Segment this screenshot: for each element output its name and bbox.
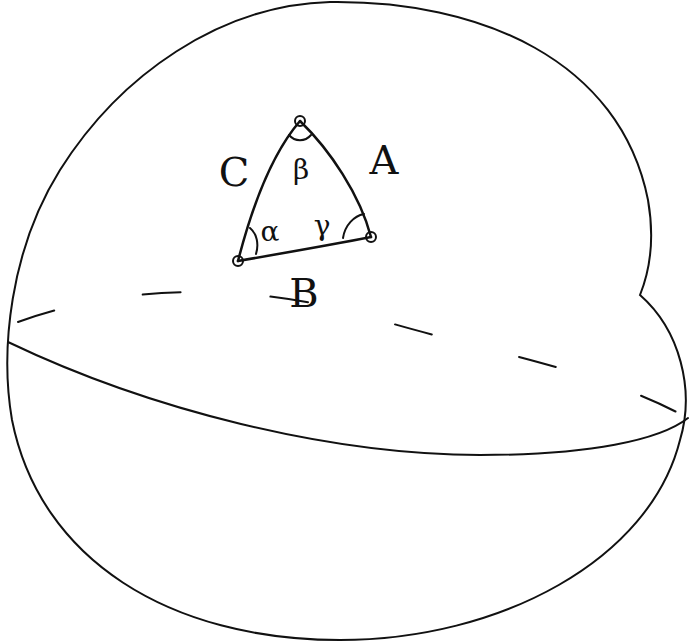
equator-front (8, 342, 688, 455)
angle-arc (289, 135, 311, 140)
equator-back (18, 292, 684, 416)
vertex-dot (233, 256, 243, 266)
angle-arc (343, 214, 364, 238)
vertex-dot (295, 116, 305, 126)
angle-label: α (261, 218, 280, 246)
angle-label: β (293, 156, 309, 184)
vertex-dot (366, 232, 376, 242)
triangle-side (300, 121, 371, 237)
angle-arc (250, 228, 257, 254)
side-label: B (289, 273, 318, 313)
side-label: C (219, 152, 250, 192)
side-label: A (370, 140, 399, 180)
sphere-outline (7, 2, 685, 640)
angle-label: γ (314, 212, 331, 240)
